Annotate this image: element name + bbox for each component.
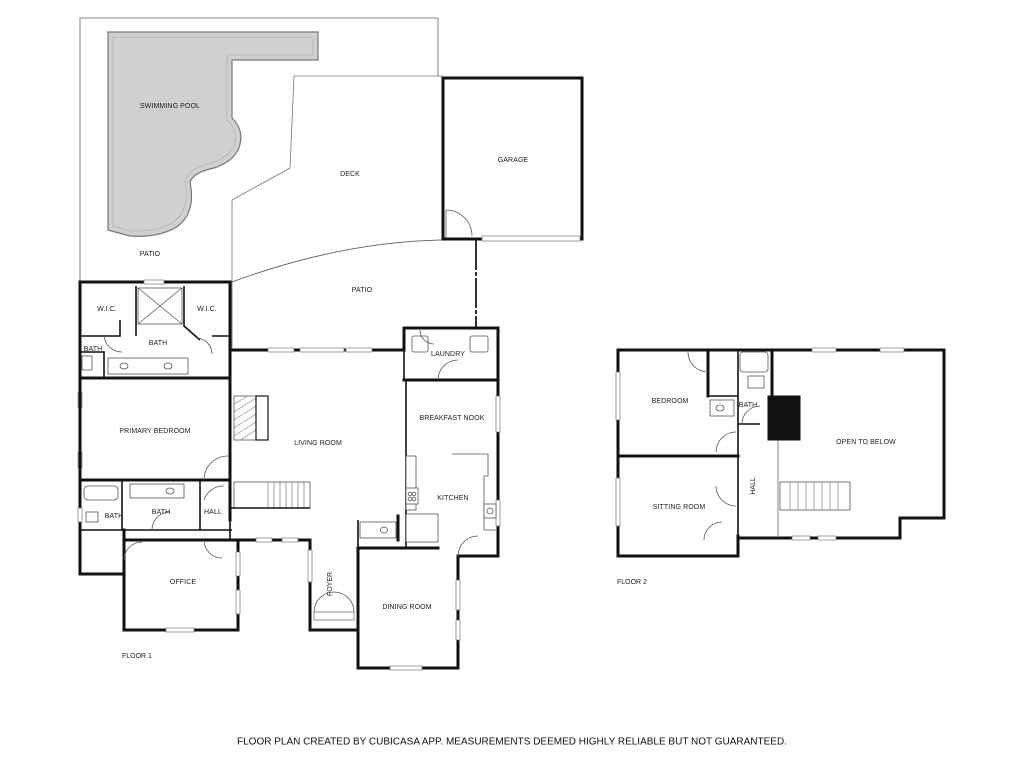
- deck: [231, 75, 443, 283]
- room-label-bath-lower: BATH: [152, 509, 171, 516]
- room-label-bath-lower-tub: BATH: [105, 513, 124, 520]
- swimming-pool: [107, 31, 319, 237]
- garage: [441, 76, 584, 242]
- room-label-breakfast-nook: BREAKFAST NOOK: [419, 415, 484, 422]
- floor1-walls: [77, 279, 501, 671]
- room-label-patio-center: PATIO: [352, 287, 373, 294]
- room-label-bath-small: BATH: [84, 346, 103, 353]
- room-label-bath-primary: BATH: [149, 340, 168, 347]
- disclaimer: FLOOR PLAN CREATED BY CUBICASA APP. MEAS…: [237, 737, 787, 748]
- room-label-dining-room: DINING ROOM: [382, 604, 431, 611]
- floor2-walls: [615, 347, 946, 558]
- room-label-garage: GARAGE: [498, 157, 529, 164]
- room-label-patio-left: PATIO: [140, 251, 161, 258]
- room-label-bedroom: BEDROOM: [652, 398, 689, 405]
- floor2-title: FLOOR 2: [617, 579, 647, 586]
- room-label-living-room: LIVING ROOM: [294, 440, 342, 447]
- room-label-open-to-below: OPEN TO BELOW: [836, 439, 896, 446]
- room-label-primary-bedroom: PRIMARY BEDROOM: [119, 428, 190, 435]
- room-label-wic-left: W.I.C.: [97, 306, 117, 313]
- room-label-deck: DECK: [340, 171, 360, 178]
- room-label-laundry: LAUNDRY: [431, 351, 465, 358]
- room-label-bath-floor2: BATH: [739, 402, 758, 409]
- outdoor-area: [79, 17, 477, 350]
- floor1-title: FLOOR 1: [122, 653, 152, 660]
- room-label-hall-floor2: HALL: [750, 477, 757, 495]
- room-label-foyer: FOYER: [327, 572, 334, 596]
- room-label-sitting-room: SITTING ROOM: [653, 504, 706, 511]
- room-label-swimming-pool: SWIMMING POOL: [140, 103, 200, 110]
- room-label-wic-right: W.I.C.: [197, 306, 217, 313]
- room-label-hall: HALL: [204, 509, 222, 516]
- room-label-kitchen: KITCHEN: [437, 495, 468, 502]
- room-label-office: OFFICE: [170, 579, 196, 586]
